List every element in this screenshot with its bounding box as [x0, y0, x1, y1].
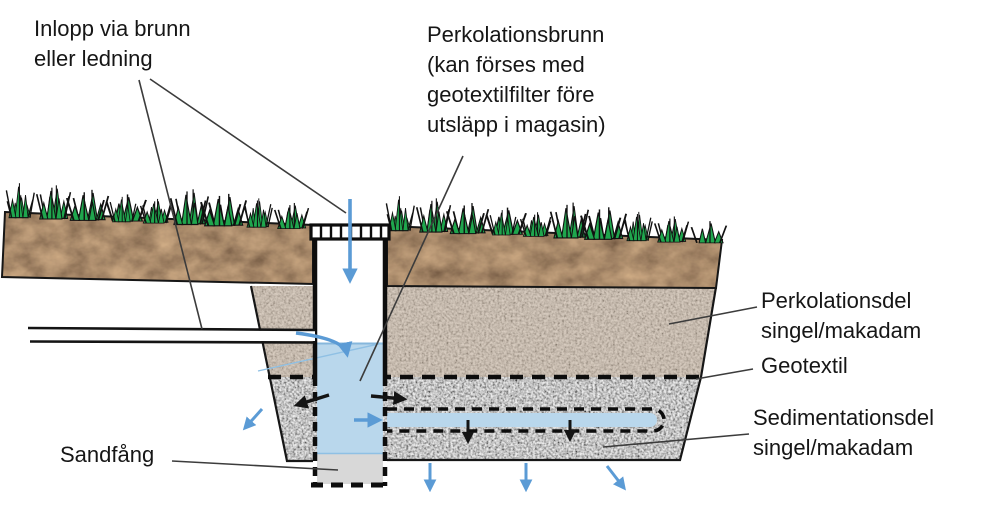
label-percolation-well: Perkolationsbrunn (kan förses med geotex…	[427, 22, 606, 137]
leader-sand-trap	[171, 460, 339, 471]
percolation-arrows	[293, 391, 577, 445]
water-gradient-line	[257, 342, 384, 372]
excavation-outline	[249, 285, 718, 463]
label-percolation-layer: Perkolationsdel singel/makadam	[761, 288, 922, 343]
well-to-gravel-arrow-right	[370, 391, 408, 405]
label-sand-trap: Sandfång	[60, 442, 155, 467]
pipe-outflow-arrow	[295, 331, 353, 358]
sand-trap	[317, 453, 383, 484]
leader-lines	[138, 78, 758, 471]
exfiltration-arrow-left	[242, 407, 264, 431]
topsoil-right	[386, 224, 724, 290]
leader-percolation-layer	[668, 306, 758, 325]
well-to-gravel-arrow-left	[293, 393, 330, 409]
label-inlet: Inlopp via brunn eller ledning	[34, 16, 191, 71]
leader-inlet-to-pipe	[138, 79, 203, 330]
topsoil-left	[0, 210, 314, 286]
label-geotextile: Geotextil	[761, 353, 848, 378]
leader-sedimentation-layer	[602, 433, 750, 448]
leader-geotextile	[695, 368, 754, 380]
exfiltration-arrow-bottom-3	[605, 465, 626, 491]
storage-channel	[387, 407, 666, 433]
leader-inlet-to-well	[149, 78, 347, 214]
well-water	[317, 343, 383, 453]
percolation-well-shaft	[257, 223, 391, 488]
water-flow-arrows	[242, 199, 626, 493]
label-sedimentation-layer: Sedimentationsdel singel/makadam	[753, 405, 935, 460]
leader-percolation-well	[359, 155, 464, 382]
inlet-pipe	[27, 326, 316, 344]
